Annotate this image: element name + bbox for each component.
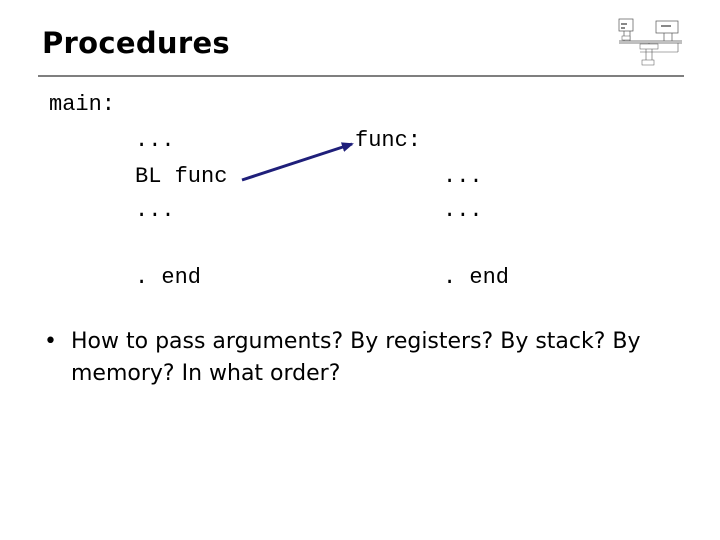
main-code-line-2: BL func [135, 164, 228, 189]
func-end: . end [443, 265, 510, 290]
system-block-diagram-icon [618, 18, 682, 66]
main-code-line-1: ... [135, 128, 175, 153]
bullet-list: • How to pass arguments? By registers? B… [44, 326, 684, 390]
func-code-line-1: ... [443, 164, 483, 189]
main-code-line-3: ... [135, 198, 175, 223]
bullet-text: How to pass arguments? By registers? By … [71, 329, 641, 386]
title-divider [38, 75, 684, 77]
func-label: func: [355, 128, 422, 153]
main-label: main: [49, 92, 116, 117]
slide-title: Procedures [42, 26, 230, 60]
bullet-marker: • [44, 329, 57, 354]
func-code-line-2: ... [443, 198, 483, 223]
main-end: . end [135, 265, 202, 290]
